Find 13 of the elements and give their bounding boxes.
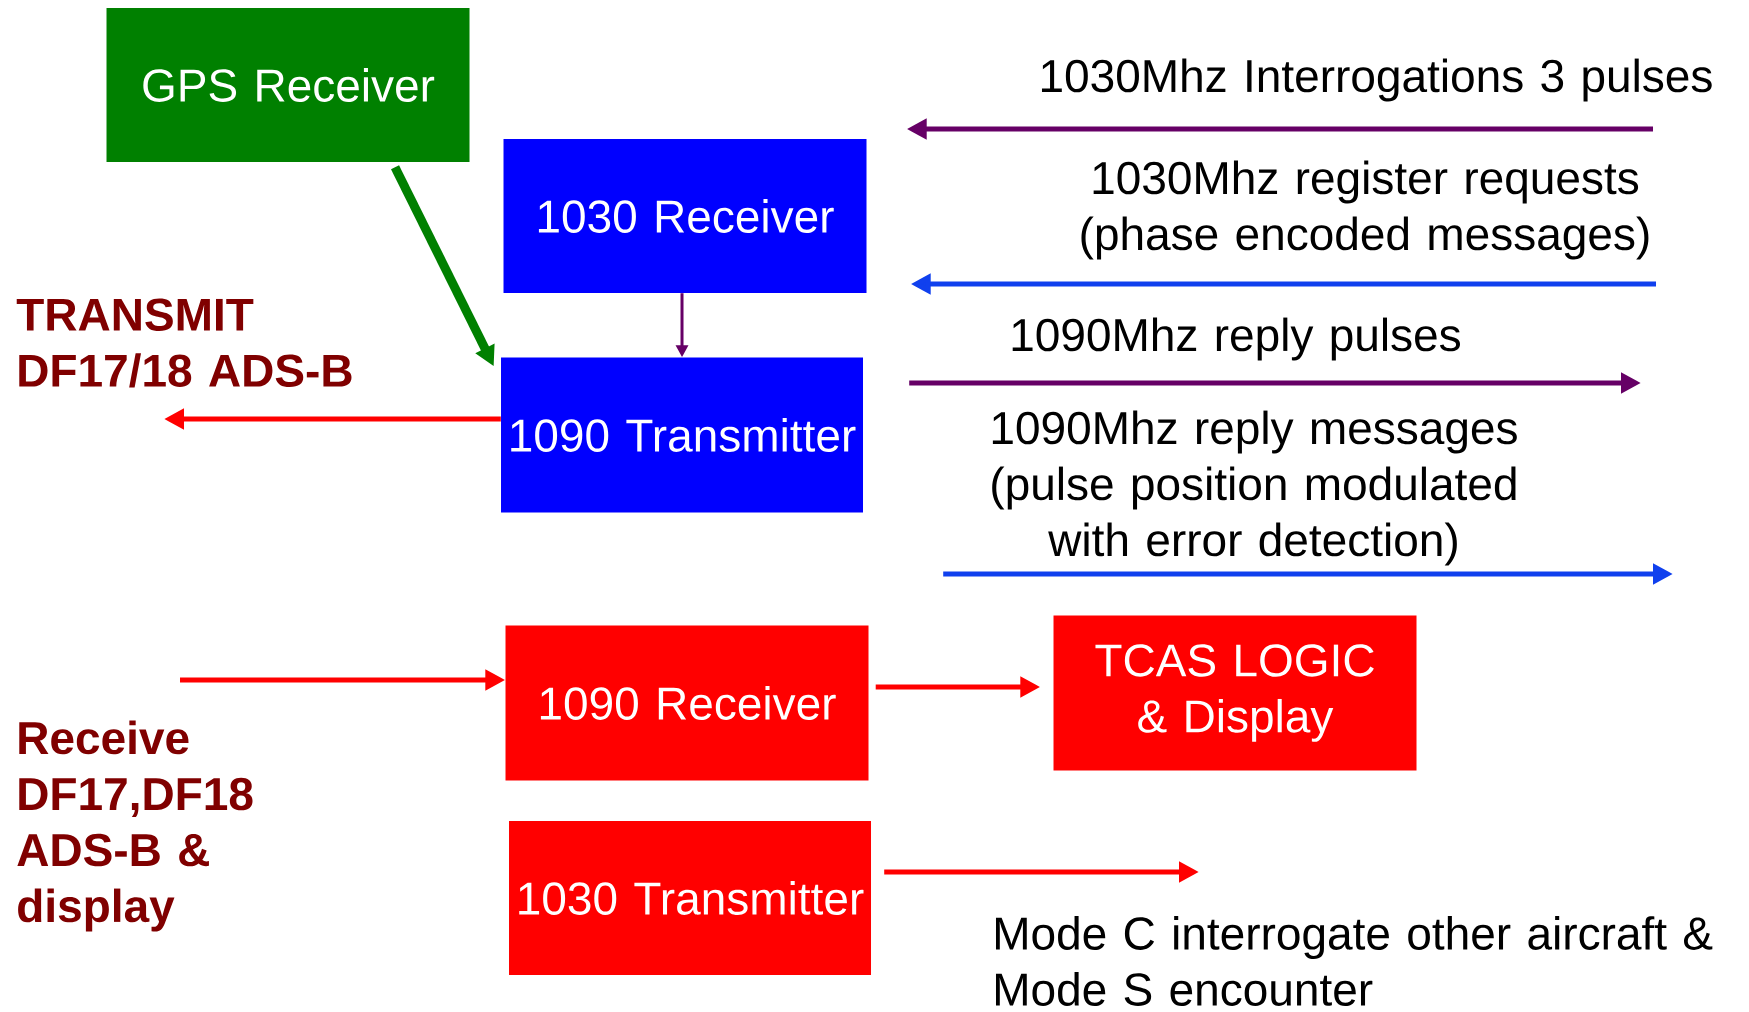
edge-label: 1090Mhz reply messages (pulse position modulated with error detection) bbox=[992, 410, 1517, 566]
edge-label: Mode C interrogate other aircraft & Mode S encounter bbox=[996, 916, 1713, 1006]
process-box: TCAS LOGIC & Display bbox=[1053, 615, 1417, 771]
edge-label: 1090Mhz reply pulses bbox=[1012, 317, 1460, 361]
edge-label: 1030Mhz Interrogations 3 pulses bbox=[1042, 58, 1712, 102]
process-box: 1090 Transmitter bbox=[501, 357, 863, 513]
edge-label: 1030Mhz register requests (phase encoded messages) bbox=[1081, 160, 1649, 260]
process-box: 1090 Receiver bbox=[505, 625, 869, 781]
signal-label: Receive DF17,DF18 ADS-B & display bbox=[17, 720, 253, 932]
signal-label: TRANSMIT DF17/18 ADS-B bbox=[16, 298, 352, 388]
process-box: 1030 Transmitter bbox=[509, 821, 871, 975]
process-box: GPS Receiver bbox=[106, 8, 470, 162]
process-box: 1030 Receiver bbox=[503, 139, 867, 293]
